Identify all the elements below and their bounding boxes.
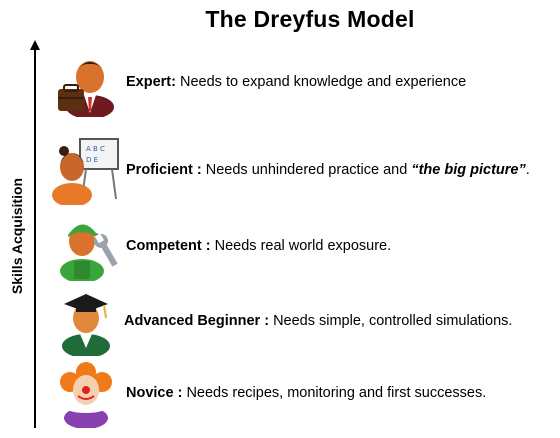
graduate-cap-icon (62, 294, 110, 356)
level-competent: Competent : Needs real world exposure. (50, 211, 560, 281)
svg-text:D E: D E (86, 156, 98, 164)
mechanic-wrench-icon (60, 224, 118, 281)
skills-axis-arrow (30, 40, 40, 428)
level-description: Needs to expand knowledge and experience (180, 74, 467, 90)
level-advanced-beginner: Advanced Beginner : Needs simple, contro… (50, 286, 560, 356)
level-description: Needs recipes, monitoring and first succ… (186, 385, 487, 401)
level-name: Novice : (126, 385, 183, 401)
level-suffix: . (525, 162, 530, 178)
level-description: Needs unhindered practice and (205, 162, 412, 178)
diagram-title: The Dreyfus Model (205, 6, 415, 32)
level-name: Expert: (126, 74, 176, 90)
teacher-whiteboard-icon: A B C D E (52, 138, 119, 205)
level-expert: Expert: Needs to expand knowledge and ex… (50, 47, 560, 117)
level-description: Needs real world exposure. (214, 238, 392, 254)
clown-icon (60, 362, 112, 428)
level-proficient: A B C D E Proficient : Needs unhindered … (50, 135, 560, 205)
svg-text:A B C: A B C (86, 145, 105, 153)
level-novice: Novice : Needs recipes, monitoring and f… (50, 358, 560, 428)
axis-label: Skills Acquisition (9, 177, 25, 295)
level-description: Needs simple, controlled simulations. (273, 313, 513, 329)
level-name: Proficient : (126, 162, 202, 178)
level-name: Competent : (126, 238, 211, 254)
level-emphasis: “the big picture” (411, 162, 526, 178)
businessman-briefcase-icon (58, 61, 114, 117)
level-name: Advanced Beginner : (124, 313, 270, 329)
